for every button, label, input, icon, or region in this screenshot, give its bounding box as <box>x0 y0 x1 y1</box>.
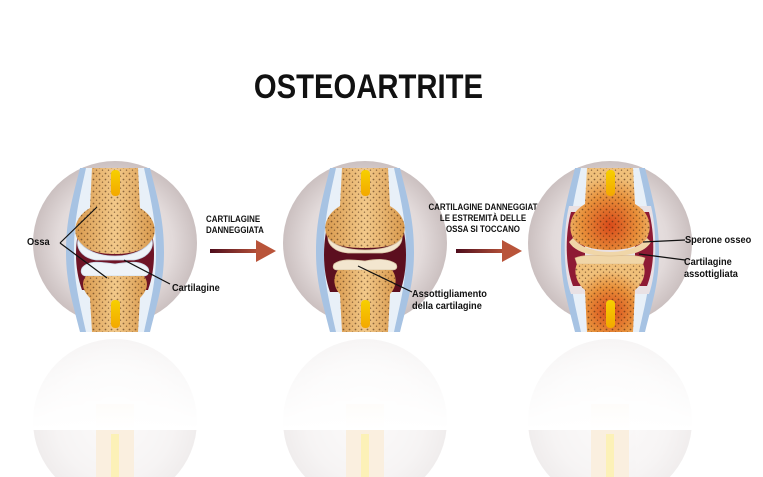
joint-damaged <box>282 160 448 477</box>
label-bone-spur: Sperone osseo <box>685 234 752 246</box>
label-cartilage-thinning: Assottigliamento della cartilagine <box>412 288 487 312</box>
label-cartilage: Cartilagine <box>172 282 220 294</box>
arrow-right-icon <box>210 240 276 262</box>
transition-caption-2: CARTILAGINE DANNEGGIATA – LE ESTREMITÀ D… <box>428 202 549 234</box>
transition-caption-1: CARTILAGINE DANNEGGIATA <box>206 214 264 235</box>
joint-severe <box>527 160 693 477</box>
joint-healthy <box>32 160 198 477</box>
label-thinned-cartilage: Cartilagine assottigliata <box>684 256 738 280</box>
arrow-right-icon <box>456 240 522 262</box>
label-bones: Ossa <box>27 236 50 248</box>
page-title: OSTEOARTRITE <box>253 68 483 106</box>
